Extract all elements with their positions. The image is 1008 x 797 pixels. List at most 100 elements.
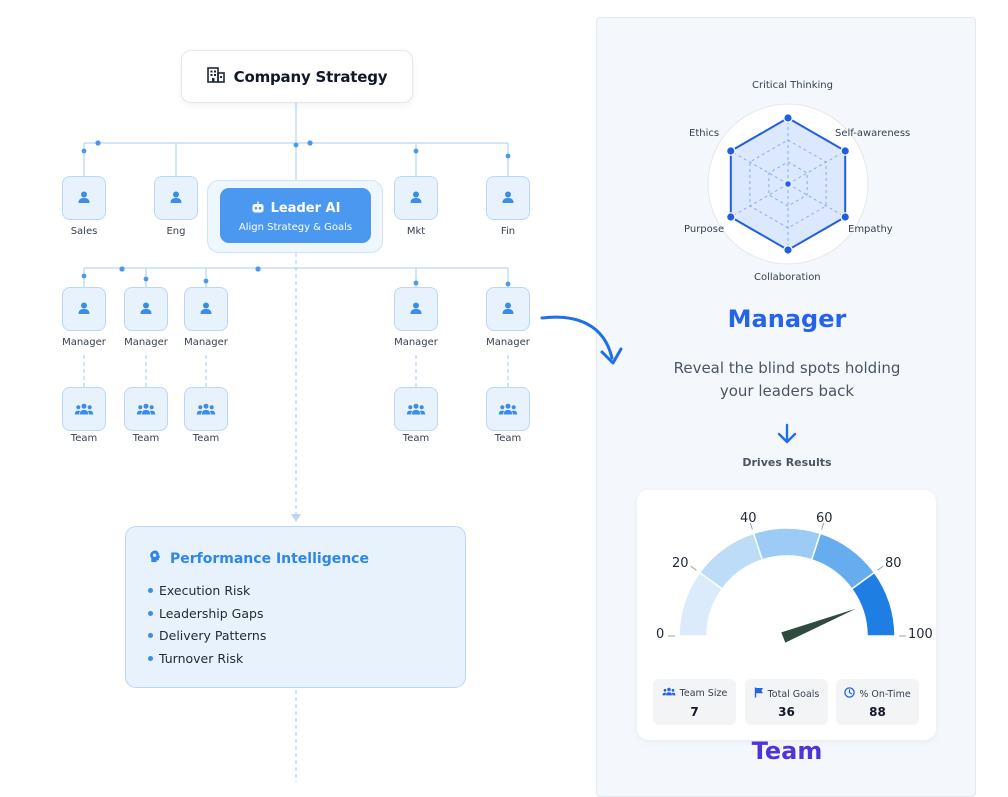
leader-ai-title: Leader AI [270, 200, 341, 216]
stat-value: 88 [869, 705, 886, 719]
flag-icon [754, 687, 764, 701]
group-icon [136, 400, 156, 419]
team-node[interactable] [486, 387, 530, 431]
gauge-tick-label: 40 [740, 511, 757, 526]
team-label: Team [132, 433, 160, 444]
team-node[interactable] [124, 387, 168, 431]
stat-label: % On-Time [859, 688, 911, 700]
performance-intelligence-title: Performance Intelligence [170, 550, 369, 567]
person-icon [409, 300, 423, 319]
person-icon [77, 189, 91, 208]
team-label: Team [192, 433, 220, 444]
manager-label: Manager [394, 337, 438, 348]
robot-icon [251, 199, 265, 218]
department-node-sales[interactable] [62, 176, 106, 220]
gauge-band [850, 571, 896, 637]
clock-icon [844, 687, 856, 701]
radar-axis-label: Collaboration [754, 272, 821, 283]
team-node[interactable] [184, 387, 228, 431]
radar-point [725, 146, 736, 156]
radar-spoke [787, 183, 846, 218]
team-label: Team [494, 433, 522, 444]
team-node[interactable] [394, 387, 438, 431]
gauge-tick-label: 80 [885, 556, 902, 571]
gauge-band [752, 527, 822, 561]
radar-points [725, 113, 850, 255]
team-title: Team [751, 737, 823, 765]
manager-node[interactable] [124, 287, 168, 331]
person-icon [77, 300, 91, 319]
stat-total-goals: Total Goals 36 [745, 679, 828, 725]
description-line: your leaders back [719, 382, 855, 400]
gauge-ticks [668, 522, 906, 637]
gauge-tick-label: 100 [908, 627, 933, 642]
radar-axis-label: Purpose [684, 224, 725, 235]
stat-value: 7 [690, 705, 699, 719]
gauge-tick [749, 522, 753, 530]
radar-axis-label: Self-awareness [835, 128, 911, 139]
manager-label: Manager [486, 337, 530, 348]
group-icon [406, 400, 426, 419]
person-icon [501, 189, 515, 208]
team-label: Team [70, 433, 98, 444]
radar-axis-label: Critical Thinking [752, 80, 833, 91]
list-item: Turnover Risk [148, 647, 266, 670]
group-icon [74, 400, 94, 419]
gauge-tick-label: 0 [656, 627, 665, 642]
group-icon [662, 687, 676, 699]
department-label: Sales [70, 226, 98, 237]
department-label: Eng [166, 226, 186, 237]
radar-point [783, 245, 793, 255]
performance-intelligence-card: Performance Intelligence Execution Risk … [125, 526, 466, 688]
company-strategy-title: Company Strategy [233, 67, 388, 86]
manager-node[interactable] [394, 287, 438, 331]
brain-gear-icon [148, 549, 163, 568]
gauge-tick-label: 20 [672, 556, 689, 571]
team-node[interactable] [62, 387, 106, 431]
radar-spoke [787, 150, 846, 185]
radar-spoke [730, 150, 789, 185]
drives-results-label: Drives Results [742, 456, 832, 469]
building-icon [206, 66, 225, 87]
person-icon [501, 300, 515, 319]
stat-value: 36 [778, 705, 795, 719]
leader-ai-node[interactable]: Leader AI Align Strategy & Goals [220, 188, 371, 243]
department-node-eng[interactable] [154, 176, 198, 220]
performance-list: Execution Risk Leadership Gaps Delivery … [148, 579, 266, 670]
manager-title: Manager [727, 305, 847, 333]
radar-point [725, 212, 736, 222]
description-line: Reveal the blind spots holding [673, 359, 901, 377]
blind-spots-description: Reveal the blind spots holding your lead… [597, 357, 977, 403]
list-item: Leadership Gaps [148, 602, 266, 625]
curved-arrow-icon [540, 315, 623, 365]
stat-team-size: Team Size 7 [653, 679, 736, 725]
gauge-tick [877, 565, 884, 571]
radar-center-dot [785, 181, 791, 187]
person-icon [169, 189, 183, 208]
arrow-down-icon [777, 423, 797, 444]
person-icon [199, 300, 213, 319]
list-item: Execution Risk [148, 579, 266, 602]
leader-ai-subtitle: Align Strategy & Goals [238, 221, 353, 233]
manager-node[interactable] [62, 287, 106, 331]
team-label: Team [402, 433, 430, 444]
gauge-tick-label: 60 [816, 511, 833, 526]
company-strategy-node[interactable]: Company Strategy [181, 50, 413, 103]
department-label: Fin [500, 226, 516, 237]
person-icon [139, 300, 153, 319]
manager-node[interactable] [184, 287, 228, 331]
gauge-bands [678, 527, 896, 637]
radar-point [840, 146, 850, 156]
list-item: Delivery Patterns [148, 624, 266, 647]
department-node-fin[interactable] [486, 176, 530, 220]
manager-label: Manager [62, 337, 106, 348]
manager-label: Manager [124, 337, 168, 348]
radar-point [840, 212, 850, 222]
radar-point [783, 113, 793, 123]
group-icon [498, 400, 518, 419]
leadership-radar-chart [707, 103, 869, 265]
department-node-mkt[interactable] [394, 176, 438, 220]
radar-axis-label: Ethics [689, 128, 720, 139]
manager-node[interactable] [486, 287, 530, 331]
gauge-needle [781, 608, 856, 643]
